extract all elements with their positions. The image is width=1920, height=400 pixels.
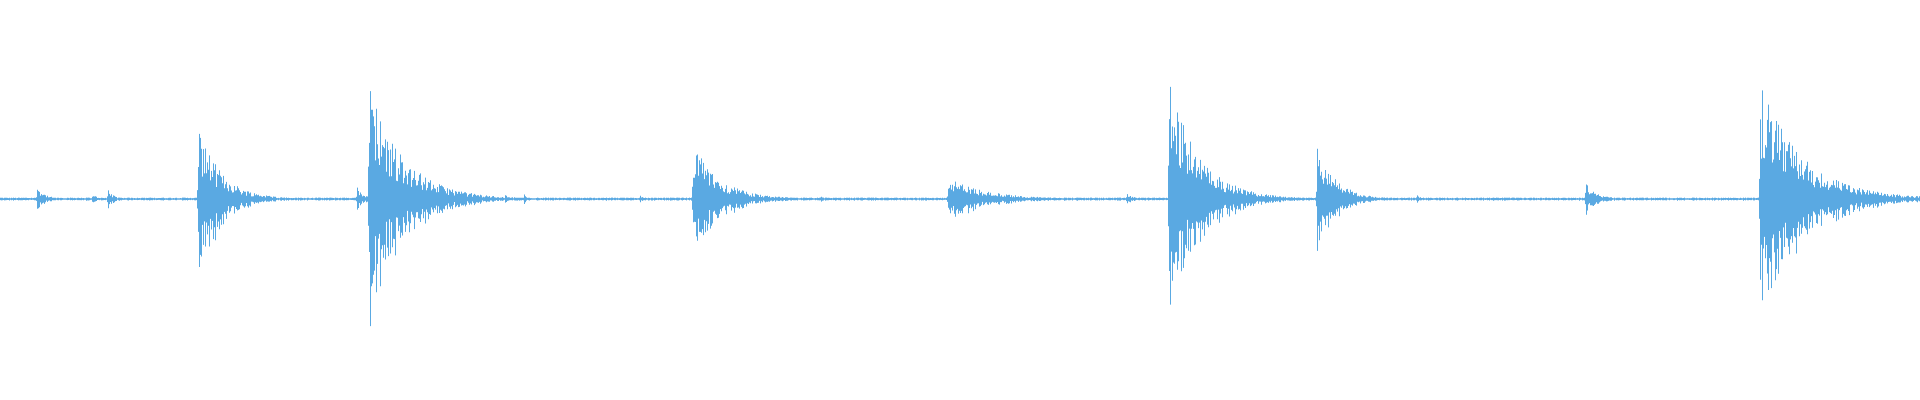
waveform-path	[0, 86, 1920, 327]
